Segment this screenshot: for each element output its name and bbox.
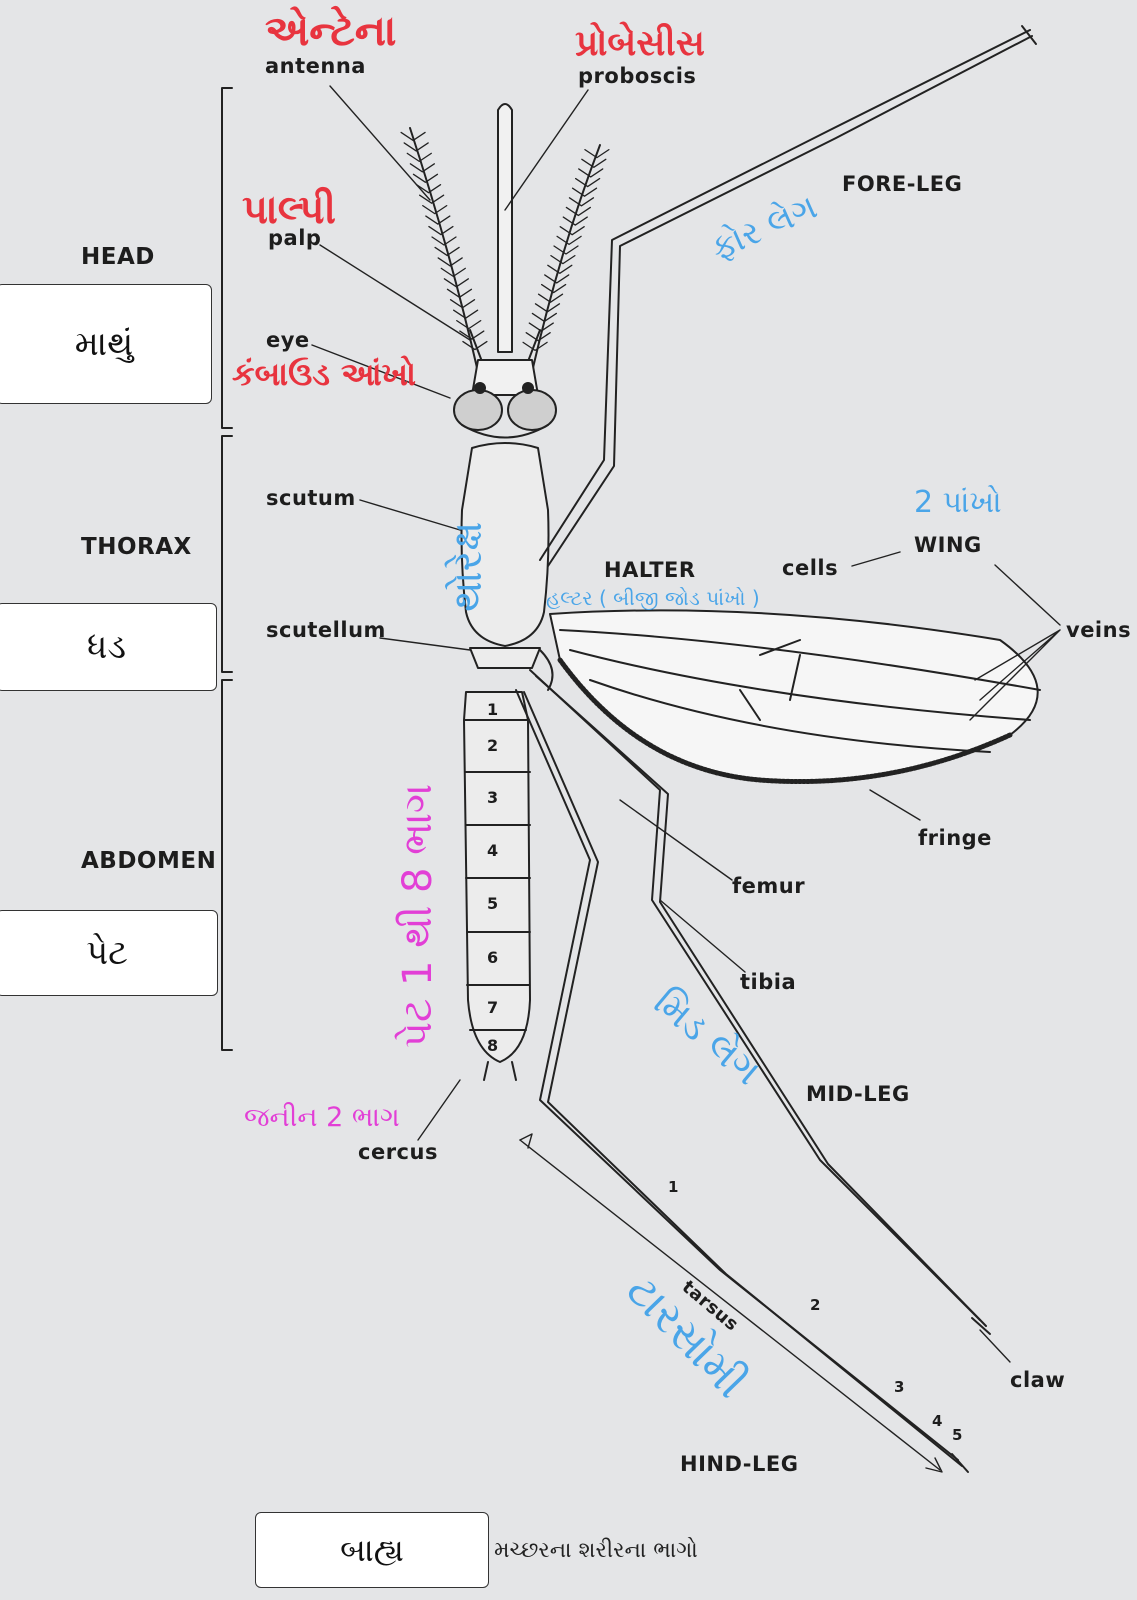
- scutellum-label: scutellum: [266, 618, 386, 642]
- segment-number: 4: [487, 841, 499, 860]
- fore-leg-shape: [539, 25, 1037, 567]
- eye-label: eye: [266, 328, 310, 352]
- tibia-label: tibia: [740, 970, 797, 994]
- tarsal-number: 4: [932, 1412, 943, 1430]
- thorax-note-box: ધડ: [0, 603, 217, 691]
- segment-number: 3: [487, 788, 499, 807]
- segment-number: 2: [487, 736, 499, 755]
- proboscis-note: પ્રોબેસીસ: [575, 23, 705, 64]
- cercus-label: cercus: [358, 1140, 438, 1164]
- footer-box: બાહ્ય: [255, 1512, 489, 1588]
- segment-number: 7: [487, 998, 499, 1017]
- leader-lines: [311, 85, 1061, 1473]
- wing-shape: [549, 609, 1041, 785]
- hind-leg-label: HIND-LEG: [680, 1452, 799, 1476]
- cercus-note: જનીન 2 ભાગ: [244, 1102, 400, 1133]
- thorax-note: થોરેક્ષ: [445, 521, 491, 612]
- wing-label: WING: [914, 533, 982, 557]
- segment-number: 8: [487, 1036, 499, 1055]
- tarsal-number: 2: [810, 1296, 821, 1314]
- head-note-box: માથું: [0, 284, 212, 404]
- region-head-label: HEAD: [81, 244, 155, 270]
- segment-number: 5: [487, 894, 499, 913]
- head-shape: [453, 359, 557, 439]
- mid-leg-shape: [529, 669, 991, 1335]
- halter-label: HALTER: [604, 558, 696, 582]
- figure-caption: મચ્છરના શરીરના ભાગો: [494, 1538, 698, 1563]
- abdomen-shape: [463, 691, 531, 1081]
- abdomen-note-box: પેટ: [0, 910, 218, 996]
- fringe-label: fringe: [918, 826, 992, 850]
- femur-label: femur: [732, 874, 806, 898]
- palp-note: પાલ્પી: [242, 187, 336, 233]
- region-abdomen-label: ABDOMEN: [81, 848, 217, 874]
- halter-note: હલ્ટર ( બીજી જોડ પાંખો ): [546, 586, 760, 610]
- tarsal-number: 3: [894, 1378, 905, 1396]
- wing-note: 2 પાંખો: [914, 485, 1002, 520]
- tarsal-number: 1: [668, 1178, 679, 1196]
- palp-label: palp: [268, 226, 322, 250]
- abdomen-note: પેટ 1 થી 8 ભાગ: [395, 783, 441, 1048]
- fore-leg-label: FORE-LEG: [842, 172, 963, 196]
- proboscis-shape: [497, 103, 513, 353]
- veins-label: veins: [1066, 618, 1132, 642]
- eye-note: કંબાઉડ આંખો: [232, 355, 417, 393]
- antenna-note: એન્ટેના: [265, 6, 397, 55]
- antenna-label: antenna: [265, 54, 366, 78]
- segment-number: 1: [487, 700, 499, 719]
- mid-leg-label: MID-LEG: [806, 1082, 910, 1106]
- proboscis-label: proboscis: [578, 64, 697, 88]
- tarsal-number: 5: [952, 1426, 963, 1444]
- thorax-shape: [460, 442, 550, 669]
- segment-number: 6: [487, 948, 499, 967]
- antenna-shape: [400, 127, 610, 373]
- halter-shape: [539, 649, 554, 691]
- region-thorax-label: THORAX: [81, 534, 192, 560]
- claw-label: claw: [1010, 1368, 1066, 1392]
- cells-label: cells: [782, 556, 839, 580]
- scutum-label: scutum: [266, 486, 356, 510]
- region-brackets: [221, 87, 233, 1051]
- hind-leg-shape: [515, 689, 969, 1473]
